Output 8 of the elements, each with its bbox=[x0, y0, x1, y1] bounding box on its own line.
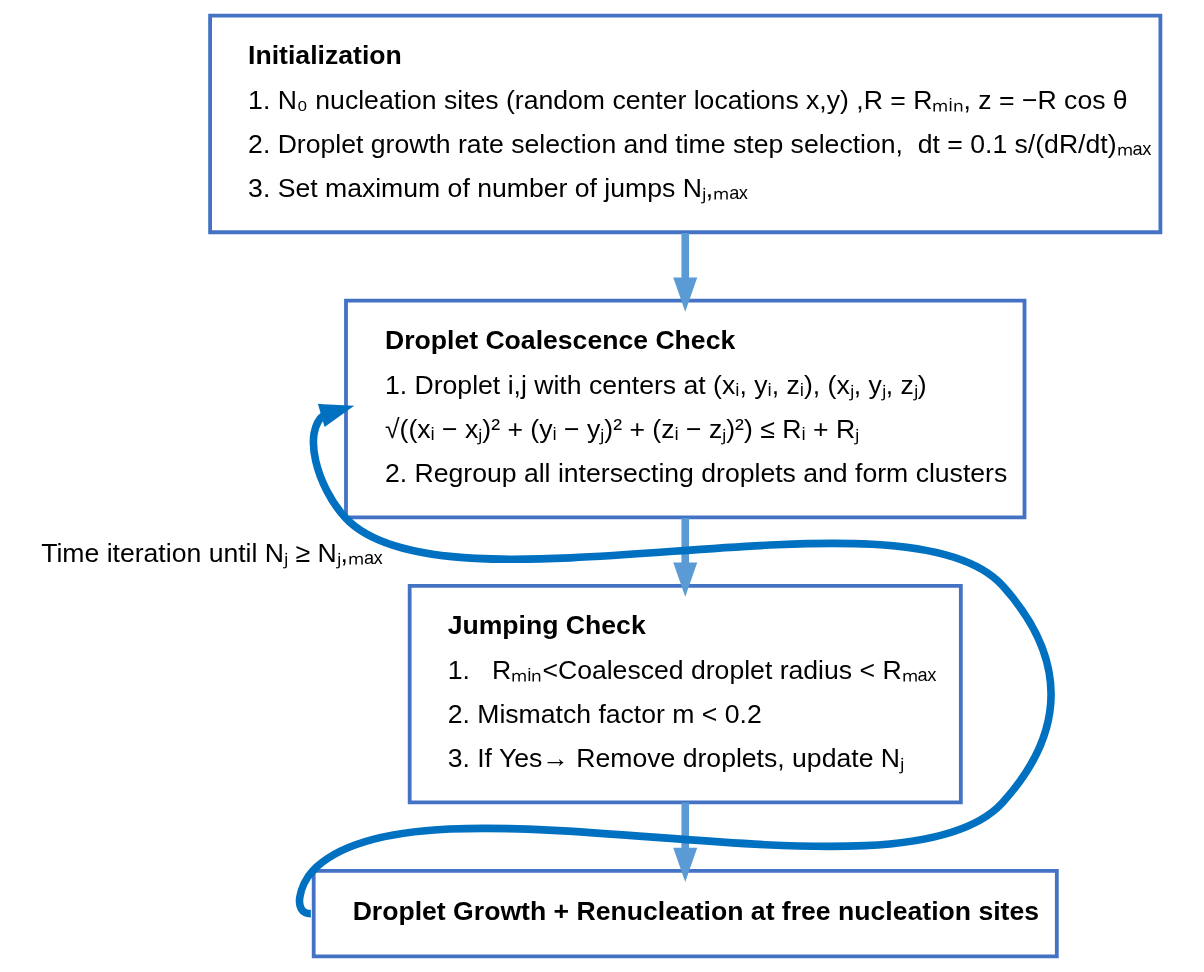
node-box: Jumping Check 1. Rₘᵢₙ<Coalesced droplet radius < Rₘₐₓ 2. Mismatch factor m < 0.2 3. If Yes→ Remove droplets, update Nⱼ bbox=[407, 583, 963, 805]
node-box: Droplet Coalescence Check 1. Droplet i,j with centers at (xᵢ, yᵢ, zᵢ), (xⱼ, yⱼ, zⱼ) √((xᵢ − xⱼ)² + (yᵢ − yⱼ)² + (zᵢ − zⱼ)²) ≤ Rᵢ + Rⱼ 2. Regroup all intersecting droplets and form clusters bbox=[343, 298, 1026, 520]
node-box: Initialization 1. N₀ nucleation sites (random center locations x,y) ,R = Rₘᵢₙ, z = −R cos θ 2. Droplet growth rate selection and time step selection, dt = 0.1 s/(dR/dt)ₘₐₓ 3. Set maximum of number of jumps Nⱼ,ₘₐₓ bbox=[207, 13, 1162, 235]
edge-label: Time iteration until Nⱼ ≥ Nⱼ,ₘₐₓ bbox=[40, 537, 383, 568]
arrow bbox=[672, 518, 697, 597]
arrow bbox=[672, 233, 697, 312]
arrow bbox=[672, 802, 697, 883]
node-box: Droplet Growth + Renucleation at free nucleation sites bbox=[311, 868, 1059, 959]
